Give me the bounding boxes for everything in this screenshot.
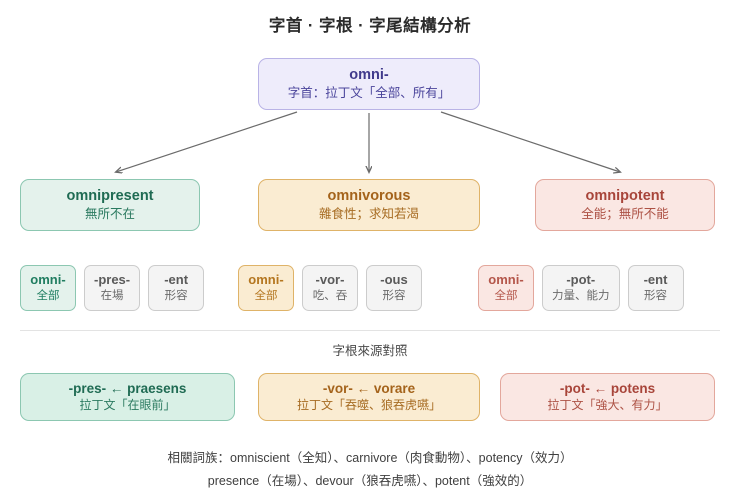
morpheme-chip-prefix[interactable]: omni- 全部 xyxy=(20,265,76,311)
morpheme-gloss: 全部 xyxy=(36,289,60,302)
prefix-root-box[interactable]: omni- 字首：拉丁文「全部、所有」 xyxy=(258,58,480,110)
morpheme-gloss: 全部 xyxy=(494,289,518,302)
etymology-box-pres[interactable]: -pres- ← praesens 拉丁文「在眼前」 xyxy=(20,373,235,421)
morpheme-label: -ous xyxy=(380,272,408,288)
morpheme-label: -pot- xyxy=(566,272,596,288)
morpheme-chip-row: omni- 全部 -pres- 在場 -ent 形容 omni- 全部 -vor… xyxy=(0,265,740,313)
word-box-omnipresent[interactable]: omnipresent 無所不在 xyxy=(20,179,200,231)
etymology-source: 拉丁文「吞噬、狼吞虎嚥」 xyxy=(296,397,441,412)
morpheme-chip-root[interactable]: -vor- 吃、吞 xyxy=(302,265,358,311)
morpheme-chip-root[interactable]: -pres- 在場 xyxy=(84,265,141,311)
morpheme-gloss: 形容 xyxy=(164,289,188,302)
morpheme-label: omni- xyxy=(488,272,524,288)
related-words-footer: 相關詞族：omniscient（全知）、carnivore（肉食動物）、pote… xyxy=(0,447,740,493)
word-meaning: 雜食性；求知若渴 xyxy=(318,207,419,222)
footer-line-2: presence（在場）、devour（狼吞虎嚥）、potent（強效的） xyxy=(207,474,533,489)
etymology-term: -pot- ← potens xyxy=(559,381,656,397)
morpheme-chip-root[interactable]: -pot- 力量、能力 xyxy=(542,265,620,311)
morpheme-group-omnivorous: omni- 全部 -vor- 吃、吞 -ous 形容 xyxy=(238,265,422,311)
arrow-to-omnipresent xyxy=(116,111,298,172)
etymology-section-label: 字根來源對照 xyxy=(332,344,408,358)
morpheme-gloss: 形容 xyxy=(644,289,667,302)
morpheme-gloss: 全部 xyxy=(254,289,278,302)
prefix-description: 字首：拉丁文「全部、所有」 xyxy=(287,86,451,101)
word-box-omnipotent[interactable]: omnipotent 全能；無所不能 xyxy=(535,179,715,231)
morpheme-chip-prefix[interactable]: omni- 全部 xyxy=(238,265,294,311)
prefix-term: omni- xyxy=(349,66,389,83)
morpheme-label: -vor- xyxy=(315,272,345,288)
word-meaning: 無所不在 xyxy=(84,207,135,222)
section-divider xyxy=(20,330,720,331)
morpheme-label: -ent xyxy=(164,272,189,288)
word-term: omnipotent xyxy=(585,187,665,204)
word-meaning: 全能；無所不能 xyxy=(581,207,669,222)
morpheme-group-omnipotent: omni- 全部 -pot- 力量、能力 -ent 形容 xyxy=(478,265,684,311)
morpheme-gloss: 在場 xyxy=(100,289,124,302)
morpheme-chip-prefix[interactable]: omni- 全部 xyxy=(478,265,534,311)
morpheme-chip-suffix[interactable]: -ous 形容 xyxy=(366,265,422,311)
morpheme-label: omni- xyxy=(248,272,284,288)
page-title: 字首 · 字根 · 字尾結構分析 xyxy=(268,17,472,35)
etymology-source: 拉丁文「在眼前」 xyxy=(79,397,176,412)
etymology-term: -vor- ← vorare xyxy=(322,381,416,397)
morpheme-label: -ent xyxy=(643,272,668,288)
morpheme-chip-suffix[interactable]: -ent 形容 xyxy=(148,265,205,311)
morpheme-gloss: 吃、吞 xyxy=(312,289,348,302)
morpheme-chip-suffix[interactable]: -ent 形容 xyxy=(627,265,684,311)
morpheme-gloss: 形容 xyxy=(382,289,406,302)
word-term: omnivorous xyxy=(327,187,411,204)
arrow-to-omnipotent xyxy=(440,111,620,172)
etymology-box-pot[interactable]: -pot- ← potens 拉丁文「強大、有力」 xyxy=(500,373,715,421)
word-term: omnipresent xyxy=(66,187,154,204)
etymology-box-vor[interactable]: -vor- ← vorare 拉丁文「吞噬、狼吞虎嚥」 xyxy=(258,373,480,421)
morpheme-label: -pres- xyxy=(94,272,131,288)
footer-line-1: 相關詞族：omniscient（全知）、carnivore（肉食動物）、pote… xyxy=(167,451,573,465)
word-box-omnivorous[interactable]: omnivorous 雜食性；求知若渴 xyxy=(258,179,480,231)
morpheme-group-omnipresent: omni- 全部 -pres- 在場 -ent 形容 xyxy=(20,265,205,311)
morpheme-label: omni- xyxy=(30,272,66,288)
etymology-source: 拉丁文「強大、有力」 xyxy=(547,397,668,412)
morpheme-gloss: 力量、能力 xyxy=(552,289,610,302)
etymology-term: -pres- ← praesens xyxy=(68,381,187,397)
